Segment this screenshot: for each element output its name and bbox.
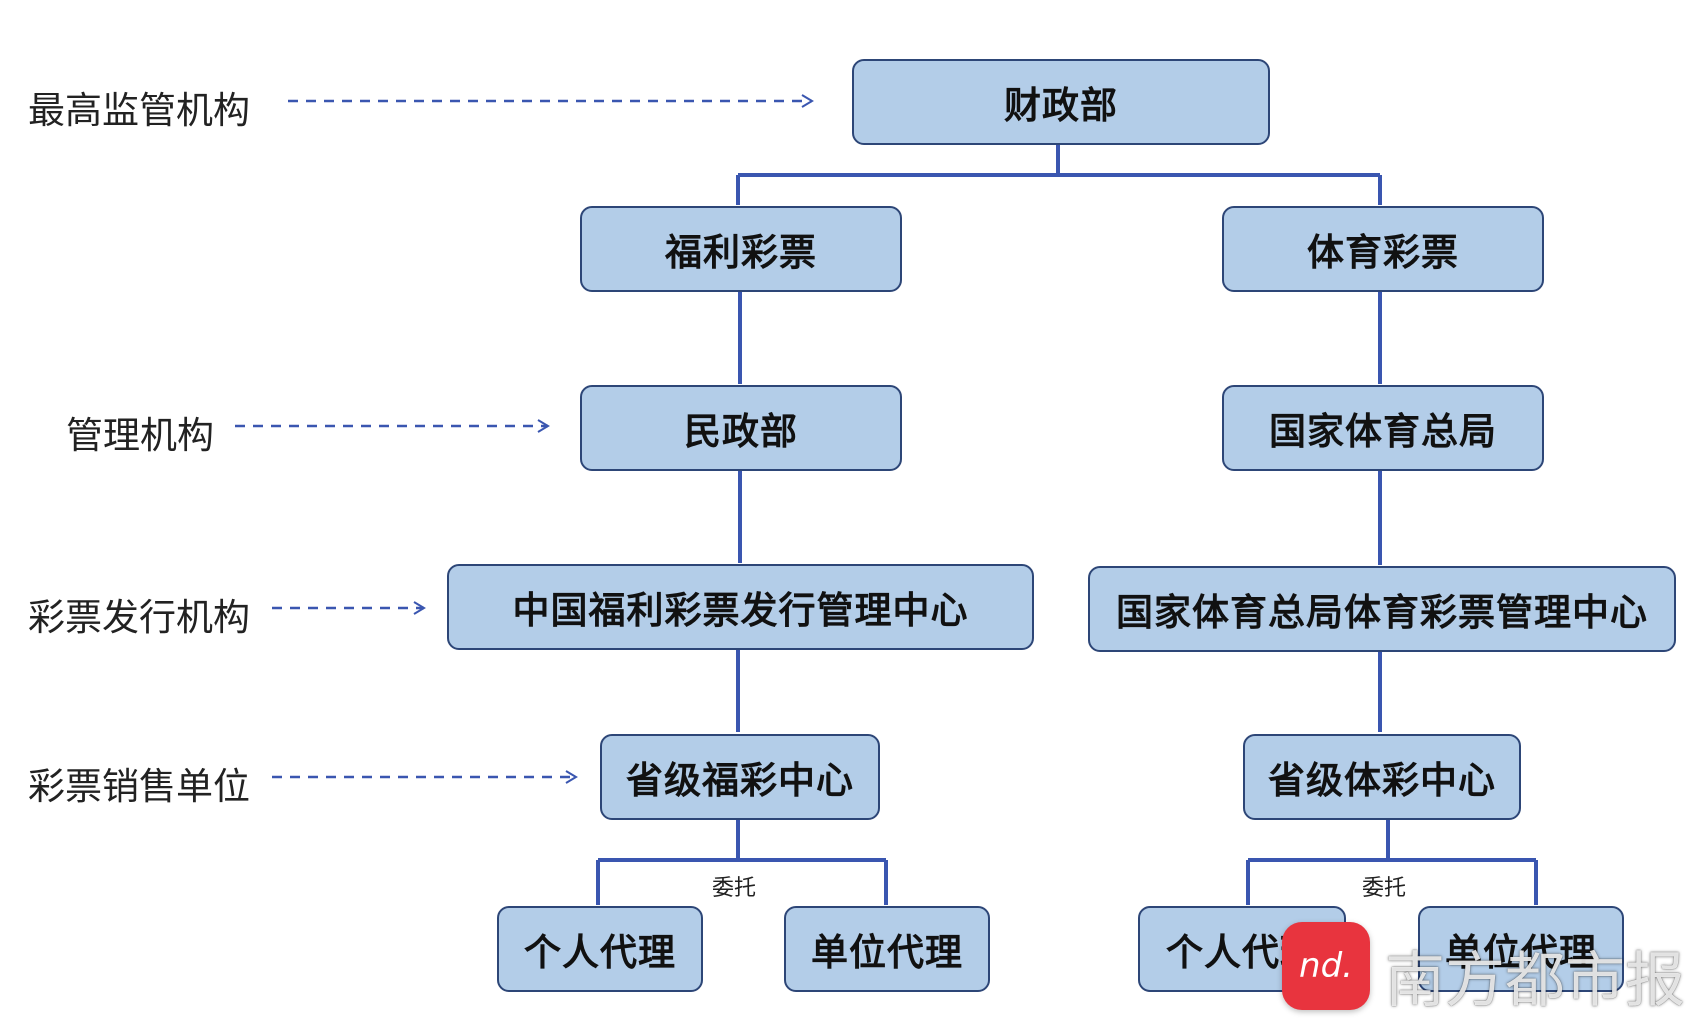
connector-welfare-agents (596, 818, 888, 905)
node-welfare-lottery: 福利彩票 (580, 206, 902, 292)
level-label-issuance: 彩票发行机构 (28, 596, 250, 639)
edge-label-sports-entrust: 委托 (1362, 876, 1407, 901)
connector-welfare-chain (736, 292, 742, 732)
node-welfare-center: 中国福利彩票发行管理中心 (447, 564, 1034, 650)
node-sports-lottery: 体育彩票 (1222, 206, 1544, 292)
node-prov-sports: 省级体彩中心 (1243, 734, 1521, 820)
nd-logo-glyph: nd. (1299, 946, 1353, 986)
level-label-management: 管理机构 (66, 414, 214, 457)
connector-sports-agents (1246, 818, 1538, 905)
node-sports-admin: 国家体育总局 (1222, 385, 1544, 471)
watermark-brand: 南方都市报 (1385, 946, 1685, 1016)
node-welfare-personal-agent: 个人代理 (497, 906, 703, 992)
level-label-supervision: 最高监管机构 (28, 89, 250, 132)
node-prov-welfare: 省级福彩中心 (600, 734, 880, 820)
node-welfare-unit-agent: 单位代理 (784, 906, 990, 992)
node-civil-affairs: 民政部 (580, 385, 902, 471)
node-mof: 财政部 (852, 59, 1270, 145)
level-label-sales: 彩票销售单位 (28, 765, 250, 808)
node-sports-unit-agent: 单位代理 (1418, 906, 1624, 992)
nd-logo-icon: nd. (1282, 922, 1370, 1010)
connector-mof-split (736, 145, 1382, 205)
edge-label-welfare-entrust: 委托 (712, 876, 757, 901)
node-sports-center: 国家体育总局体育彩票管理中心 (1088, 566, 1676, 652)
